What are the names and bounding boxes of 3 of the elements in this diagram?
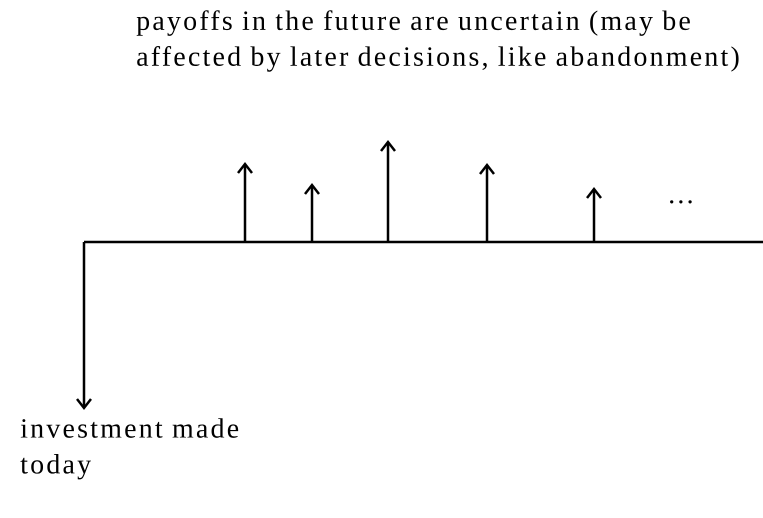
annotation-text: payoffs in the future are uncertain (may be affected by later decisions, like abandonment) (136, 10, 739, 72)
ellipsis: ... (670, 200, 692, 204)
annotation-text: investment made today (20, 418, 238, 480)
